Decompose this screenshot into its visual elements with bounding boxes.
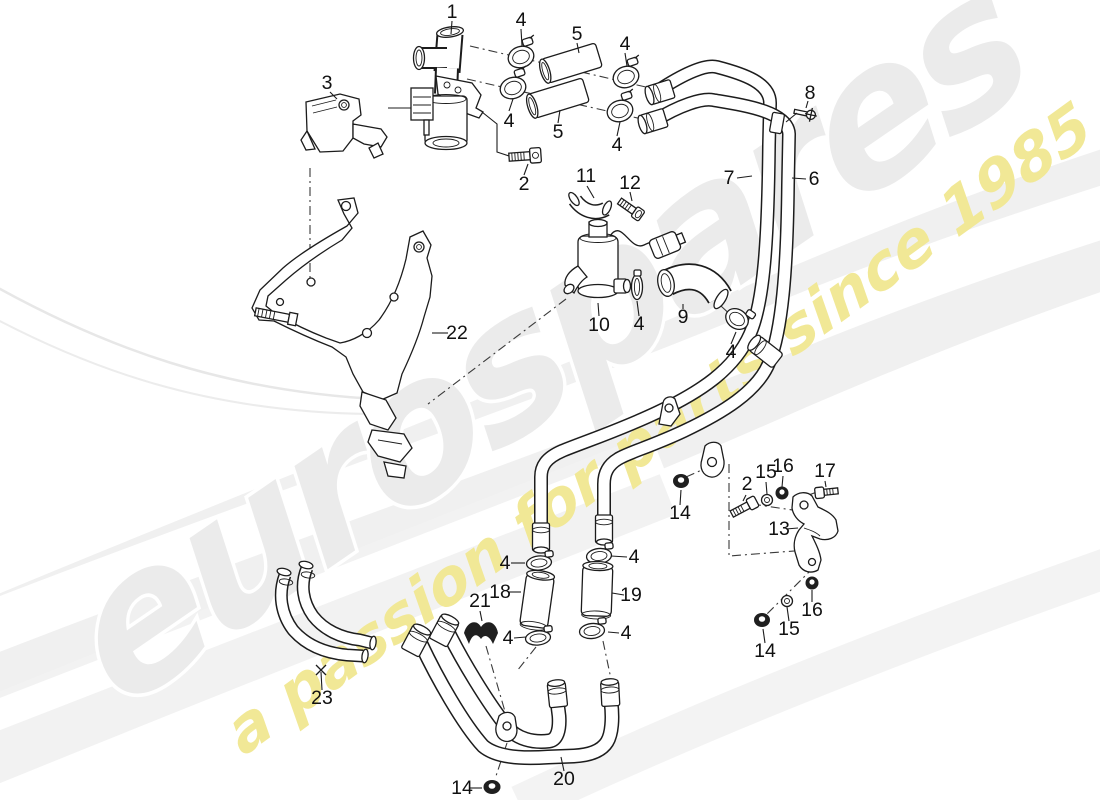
clamp-part4-j[interactable] xyxy=(578,617,607,640)
nut-part16-a[interactable] xyxy=(775,486,789,500)
callout-7[interactable]: 7 xyxy=(724,167,735,189)
pump-part10[interactable] xyxy=(562,218,687,299)
bracket-part13[interactable] xyxy=(791,492,839,573)
clamp-part4-b[interactable] xyxy=(495,65,534,102)
washer-part15-a[interactable] xyxy=(760,493,774,507)
clamp-part4-d[interactable] xyxy=(602,88,641,125)
leader-lines xyxy=(320,20,827,789)
nut-part16-b[interactable] xyxy=(805,576,819,590)
pipe-assembly-part20[interactable] xyxy=(401,612,621,766)
pipe-assembly-6-7[interactable] xyxy=(531,59,797,554)
clip-part21[interactable] xyxy=(464,622,498,644)
callout-4-b[interactable]: 4 xyxy=(504,110,515,132)
callout-16-b[interactable]: 16 xyxy=(801,599,823,621)
callout-4-j[interactable]: 4 xyxy=(621,622,632,644)
callout-20[interactable]: 20 xyxy=(553,768,575,790)
bolt-part8[interactable] xyxy=(793,104,818,122)
bracket-part22[interactable] xyxy=(251,197,433,479)
callout-2-a[interactable]: 2 xyxy=(519,173,530,195)
callout-11[interactable]: 11 xyxy=(576,165,596,187)
clamp-part4-g[interactable] xyxy=(525,550,554,571)
callout-4-h[interactable]: 4 xyxy=(629,546,640,568)
bolt-part17[interactable] xyxy=(814,485,839,500)
callout-13[interactable]: 13 xyxy=(768,518,790,540)
grommet-part14-c[interactable] xyxy=(483,780,501,794)
grommet-part14-a[interactable] xyxy=(673,474,689,488)
callout-5-a[interactable]: 5 xyxy=(572,23,583,45)
callout-23[interactable]: 23 xyxy=(311,687,333,709)
clamp-part4-h[interactable] xyxy=(585,542,614,565)
clamp-part4-f[interactable] xyxy=(722,300,757,334)
callout-4-i[interactable]: 4 xyxy=(503,627,514,649)
hose-part5-top[interactable] xyxy=(537,42,603,85)
callout-22[interactable]: 22 xyxy=(446,322,468,344)
pipe-end-fitting-top2 xyxy=(637,108,669,135)
callout-4-d[interactable]: 4 xyxy=(612,134,623,156)
callout-21[interactable]: 21 xyxy=(469,590,491,612)
callout-14-c[interactable]: 14 xyxy=(451,777,473,799)
callout-12[interactable]: 12 xyxy=(619,172,641,194)
callout-4-e[interactable]: 4 xyxy=(634,313,645,335)
callout-6[interactable]: 6 xyxy=(809,168,820,190)
pipe-tab-upper-hole xyxy=(664,403,674,413)
bolt-part2-right[interactable] xyxy=(729,495,760,520)
pipe-end-fitting-top1 xyxy=(644,79,676,106)
callout-17[interactable]: 17 xyxy=(814,460,836,482)
callout-19[interactable]: 19 xyxy=(620,584,642,606)
callout-1[interactable]: 1 xyxy=(447,1,458,23)
bracket-stud xyxy=(253,307,299,327)
washer-part15-b[interactable] xyxy=(780,594,794,608)
pipe-end-fitting-left xyxy=(531,522,551,554)
hose-part19[interactable] xyxy=(580,560,614,620)
callout-2-b[interactable]: 2 xyxy=(742,473,753,495)
grommet-part14-b[interactable] xyxy=(754,613,770,627)
callout-10[interactable]: 10 xyxy=(588,314,610,336)
hose-part18[interactable] xyxy=(519,569,556,632)
callout-5-b[interactable]: 5 xyxy=(553,121,564,143)
hose-part9[interactable] xyxy=(655,263,732,311)
callout-14-b[interactable]: 14 xyxy=(754,640,776,662)
clamp-part4-c[interactable] xyxy=(608,54,647,91)
callouts: 1 4 5 4 3 8 4 5 4 2 11 12 7 6 22 10 4 9 … xyxy=(311,1,836,799)
callout-14-a[interactable]: 14 xyxy=(669,502,691,524)
callout-4-g[interactable]: 4 xyxy=(500,552,511,574)
bolt-part2-top[interactable] xyxy=(508,146,543,164)
fitting-20-end-right xyxy=(600,678,621,707)
clamp-part4-a[interactable] xyxy=(503,34,542,71)
clamp-part4-e[interactable] xyxy=(630,269,644,301)
clamp-part4-i[interactable] xyxy=(524,625,553,646)
pipe-clip xyxy=(769,111,785,135)
callout-4-c[interactable]: 4 xyxy=(620,33,631,55)
hose-part5-bottom[interactable] xyxy=(524,77,590,120)
hose-assembly-part23[interactable] xyxy=(274,560,377,676)
pump-connector xyxy=(648,231,687,259)
watermark-text: eurospares a passion for parts since 198… xyxy=(32,0,1100,770)
callout-15-b[interactable]: 15 xyxy=(778,618,800,640)
callout-16-a[interactable]: 16 xyxy=(772,455,794,477)
fitting-20-outer xyxy=(401,623,432,658)
callout-8[interactable]: 8 xyxy=(805,82,816,104)
fitting-20-left xyxy=(429,613,460,648)
callout-3[interactable]: 3 xyxy=(322,72,333,94)
callout-9[interactable]: 9 xyxy=(678,306,689,328)
pipe-end-fitting-right xyxy=(594,514,614,546)
callout-4-f[interactable]: 4 xyxy=(726,341,737,363)
callout-18[interactable]: 18 xyxy=(489,581,511,603)
bolt-part12[interactable] xyxy=(616,196,645,222)
pipe-stub-fitting xyxy=(747,334,783,368)
valve-assembly-part1[interactable] xyxy=(410,25,484,151)
bracket-part3[interactable] xyxy=(300,93,388,159)
callout-4-a[interactable]: 4 xyxy=(516,9,527,31)
pipe-tab-hanging-hole xyxy=(706,456,718,468)
fitting-20-end-left xyxy=(546,679,569,709)
hose-part11[interactable] xyxy=(567,191,614,220)
callout-15-a[interactable]: 15 xyxy=(755,461,777,483)
